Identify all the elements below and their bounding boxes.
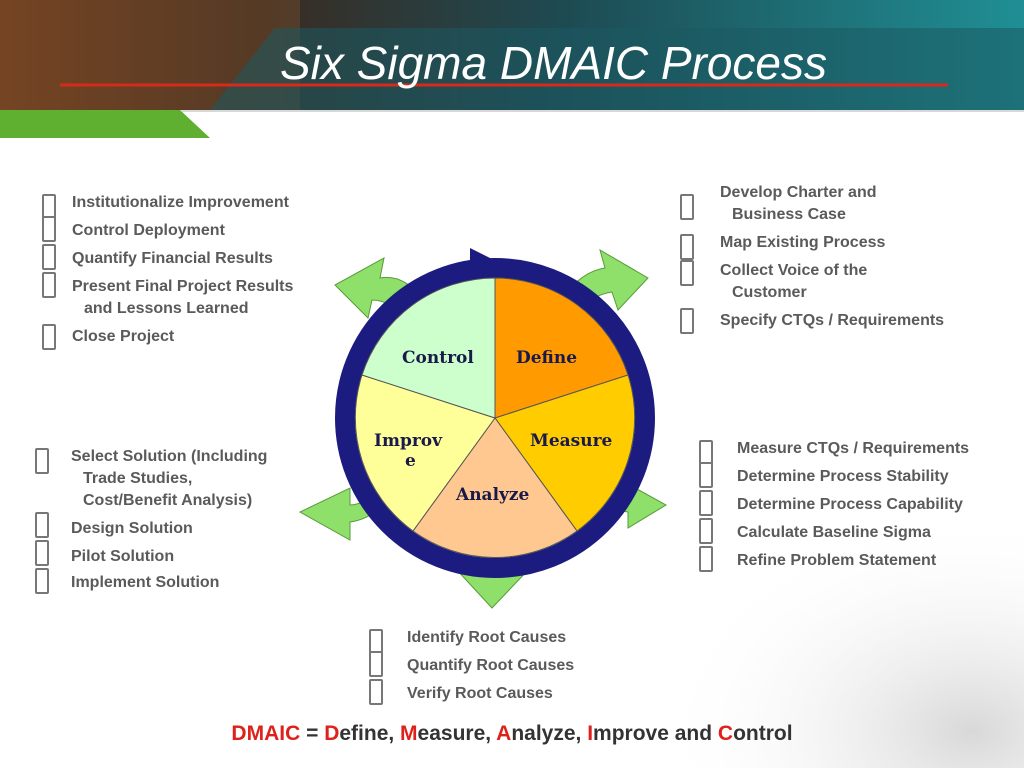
list-item-continuation: Cost/Benefit Analysis) xyxy=(83,492,253,509)
letter-d: D xyxy=(324,722,340,745)
checkbox-icon xyxy=(699,462,713,488)
list-item: Identify Root Causes xyxy=(369,627,574,655)
list-item: Pilot Solution xyxy=(35,540,267,568)
checkbox-icon xyxy=(35,448,49,474)
list-item: Design Solution xyxy=(35,512,267,540)
list-item: Quantify Root Causes xyxy=(369,651,574,677)
list-item: Collect Voice of the xyxy=(680,260,944,286)
checkbox-icon xyxy=(680,194,694,220)
improve-steps: Select Solution (Including Trade Studies… xyxy=(35,446,267,600)
page-title: Six Sigma DMAIC Process xyxy=(280,37,828,89)
checkbox-icon xyxy=(42,324,56,350)
list-item: Measure CTQs / Requirements xyxy=(699,438,969,466)
analyze-steps: Identify Root Causes Quantify Root Cause… xyxy=(369,627,574,711)
checkbox-icon xyxy=(699,546,713,572)
label-define: Define xyxy=(516,348,577,368)
list-item: Verify Root Causes xyxy=(369,679,574,705)
segment-measure xyxy=(494,374,636,532)
list-item: Refine Problem Statement xyxy=(699,546,969,572)
checkbox-icon xyxy=(42,216,56,242)
segment-analyze xyxy=(412,417,578,559)
word-improve: mprove and xyxy=(593,722,718,745)
list-item-continuation: and Lessons Learned xyxy=(84,300,249,317)
word-control: ontrol xyxy=(733,722,793,745)
checkbox-icon xyxy=(369,679,383,705)
list-item: Implement Solution xyxy=(35,568,267,594)
list-item: Specify CTQs / Requirements xyxy=(680,308,944,334)
letter-a: A xyxy=(496,722,512,745)
checkbox-icon xyxy=(35,540,49,566)
checkbox-icon xyxy=(35,568,49,594)
acronym: DMAIC xyxy=(231,722,301,745)
letter-i: I xyxy=(587,722,594,745)
list-item: Calculate Baseline Sigma xyxy=(699,518,969,544)
checkbox-icon xyxy=(680,308,694,334)
checkbox-icon xyxy=(680,234,694,260)
checkbox-icon xyxy=(680,260,694,286)
label-improve-2: e xyxy=(405,451,416,471)
list-item: Control Deployment xyxy=(42,216,293,242)
label-analyze: Analyze xyxy=(455,485,530,505)
list-item: Quantify Financial Results xyxy=(42,244,293,270)
letter-m: M xyxy=(400,722,418,745)
list-item: Present Final Project Results xyxy=(42,272,293,298)
list-item: Institutionalize Improvement xyxy=(42,192,293,220)
list-item-continuation: Business Case xyxy=(732,206,846,223)
segment-improve xyxy=(354,374,496,532)
label-measure: Measure xyxy=(530,431,613,451)
control-steps: Institutionalize Improvement Control Dep… xyxy=(42,192,293,354)
measure-steps: Measure CTQs / Requirements Determine Pr… xyxy=(699,438,969,578)
checkbox-icon xyxy=(35,512,49,538)
checkbox-icon xyxy=(42,272,56,298)
define-steps: Develop Charter and Business Case Map Ex… xyxy=(680,182,944,338)
dmaic-definition: DMAIC = Define, Measure, Analyze, Improv… xyxy=(0,722,1024,746)
green-bar xyxy=(0,110,210,138)
word-analyze: nalyze, xyxy=(511,722,588,745)
list-item: Select Solution (Including xyxy=(35,446,267,474)
list-item: Determine Process Capability xyxy=(699,490,969,516)
letter-c: C xyxy=(717,722,734,745)
equals-sign: = xyxy=(300,722,325,745)
segment-define xyxy=(494,277,629,419)
label-control: Control xyxy=(402,348,474,368)
word-measure: easure, xyxy=(417,722,497,745)
list-item: Close Project xyxy=(42,324,293,350)
label-improve-1: Improv xyxy=(374,431,443,451)
list-item: Determine Process Stability xyxy=(699,462,969,488)
list-item-continuation: Trade Studies, xyxy=(83,470,193,487)
list-item: Develop Charter and xyxy=(680,182,944,220)
checkbox-icon xyxy=(699,490,713,516)
list-item: Map Existing Process xyxy=(680,232,944,260)
checkbox-icon xyxy=(369,651,383,677)
list-item-continuation: Customer xyxy=(732,284,807,301)
segment-control xyxy=(361,277,496,419)
word-define: efine, xyxy=(339,722,401,745)
checkbox-icon xyxy=(699,518,713,544)
checkbox-icon xyxy=(42,244,56,270)
